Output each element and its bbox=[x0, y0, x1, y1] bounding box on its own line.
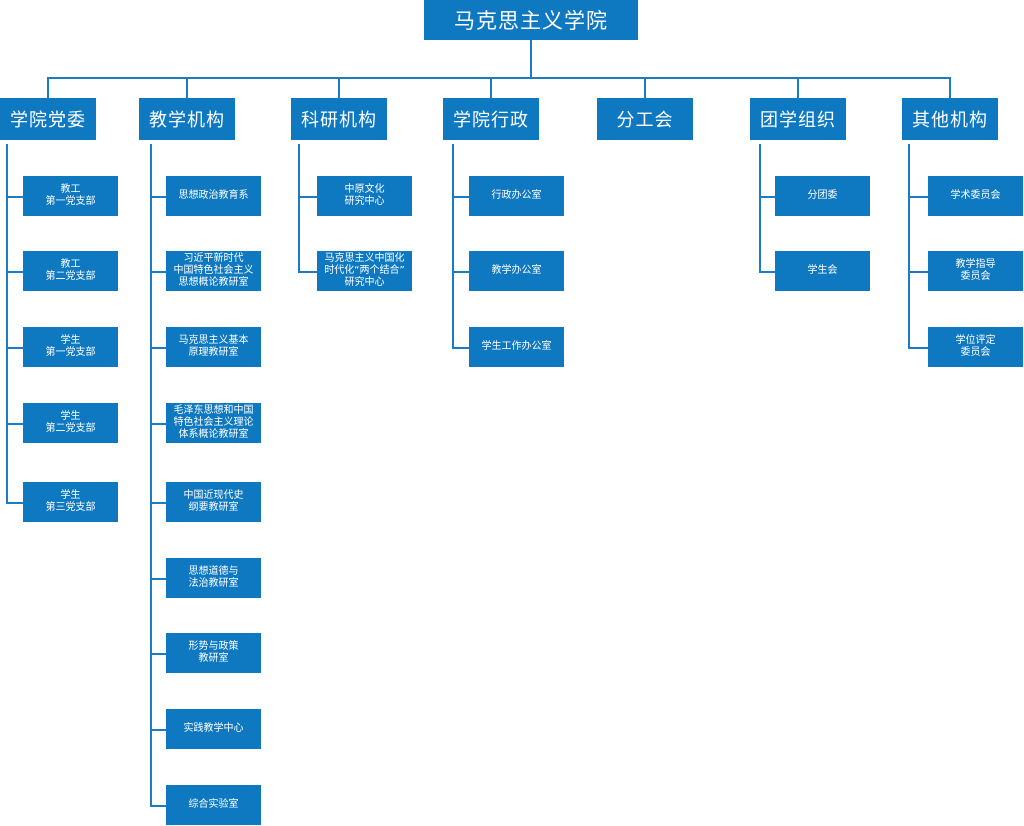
child-connector bbox=[6, 502, 23, 504]
department-connector bbox=[797, 77, 799, 98]
child-connector bbox=[452, 271, 469, 273]
child-node: 学生 第一党支部 bbox=[23, 327, 118, 367]
child-node: 形势与政策 教研室 bbox=[166, 633, 261, 673]
child-connector bbox=[150, 729, 166, 731]
child-connector bbox=[298, 196, 317, 198]
child-connector bbox=[908, 196, 928, 198]
child-node: 习近平新时代 中国特色社会主义 思想概论教研室 bbox=[166, 251, 261, 291]
department-node: 分工会 bbox=[597, 98, 693, 140]
child-connector bbox=[6, 423, 23, 425]
child-connector bbox=[150, 347, 166, 349]
department-connector bbox=[338, 77, 340, 98]
child-connector bbox=[6, 271, 23, 273]
child-node: 学生 第二党支部 bbox=[23, 403, 118, 443]
child-connector bbox=[6, 196, 23, 198]
child-connector bbox=[150, 423, 166, 425]
horizontal-connector bbox=[47, 77, 951, 79]
child-connector bbox=[298, 271, 317, 273]
child-connector bbox=[908, 271, 928, 273]
child-connector bbox=[452, 196, 469, 198]
child-connector bbox=[6, 347, 23, 349]
department-node: 教学机构 bbox=[139, 98, 235, 140]
root-connector bbox=[530, 40, 532, 78]
department-connector bbox=[644, 77, 646, 98]
department-node: 团学组织 bbox=[750, 98, 846, 140]
department-spine bbox=[150, 144, 152, 806]
child-node: 马克思主义基本 原理教研室 bbox=[166, 327, 261, 367]
child-connector bbox=[150, 805, 166, 807]
child-connector bbox=[150, 578, 166, 580]
child-node: 中原文化 研究中心 bbox=[317, 176, 412, 216]
child-connector bbox=[150, 271, 166, 273]
department-spine bbox=[759, 144, 761, 272]
child-connector bbox=[150, 196, 166, 198]
child-connector bbox=[452, 347, 469, 349]
department-node: 学院党委 bbox=[0, 98, 96, 140]
department-node: 科研机构 bbox=[291, 98, 387, 140]
department-spine bbox=[908, 144, 910, 348]
child-node: 教工 第一党支部 bbox=[23, 176, 118, 216]
department-spine bbox=[452, 144, 454, 348]
child-node: 中国近现代史 纲要教研室 bbox=[166, 482, 261, 522]
department-spine bbox=[6, 144, 8, 503]
child-node: 毛泽东思想和中国 特色社会主义理论 体系概论教研室 bbox=[166, 403, 261, 443]
child-node: 思想政治教育系 bbox=[166, 176, 261, 216]
child-node: 学生 第三党支部 bbox=[23, 482, 118, 522]
child-connector bbox=[150, 653, 166, 655]
child-node: 教工 第二党支部 bbox=[23, 251, 118, 291]
child-connector bbox=[759, 196, 775, 198]
department-connector bbox=[186, 77, 188, 98]
child-node: 学生工作办公室 bbox=[469, 327, 564, 367]
child-node: 分团委 bbox=[775, 176, 870, 216]
child-connector bbox=[150, 502, 166, 504]
department-spine bbox=[298, 144, 300, 272]
child-connector bbox=[759, 271, 775, 273]
child-node: 学术委员会 bbox=[928, 176, 1023, 216]
child-node: 思想道德与 法治教研室 bbox=[166, 558, 261, 598]
department-connector bbox=[490, 77, 492, 98]
child-node: 教学办公室 bbox=[469, 251, 564, 291]
child-node: 学位评定 委员会 bbox=[928, 327, 1023, 367]
child-node: 马克思主义中国化 时代化“两个结合” 研究中心 bbox=[317, 251, 412, 291]
child-node: 学生会 bbox=[775, 251, 870, 291]
department-connector bbox=[47, 77, 49, 98]
root-node: 马克思主义学院 bbox=[424, 0, 638, 40]
department-node: 其他机构 bbox=[902, 98, 998, 140]
child-connector bbox=[908, 347, 928, 349]
child-node: 教学指导 委员会 bbox=[928, 251, 1023, 291]
child-node: 实践教学中心 bbox=[166, 709, 261, 749]
child-node: 行政办公室 bbox=[469, 176, 564, 216]
department-connector bbox=[949, 77, 951, 98]
department-node: 学院行政 bbox=[443, 98, 539, 140]
child-node: 综合实验室 bbox=[166, 785, 261, 825]
